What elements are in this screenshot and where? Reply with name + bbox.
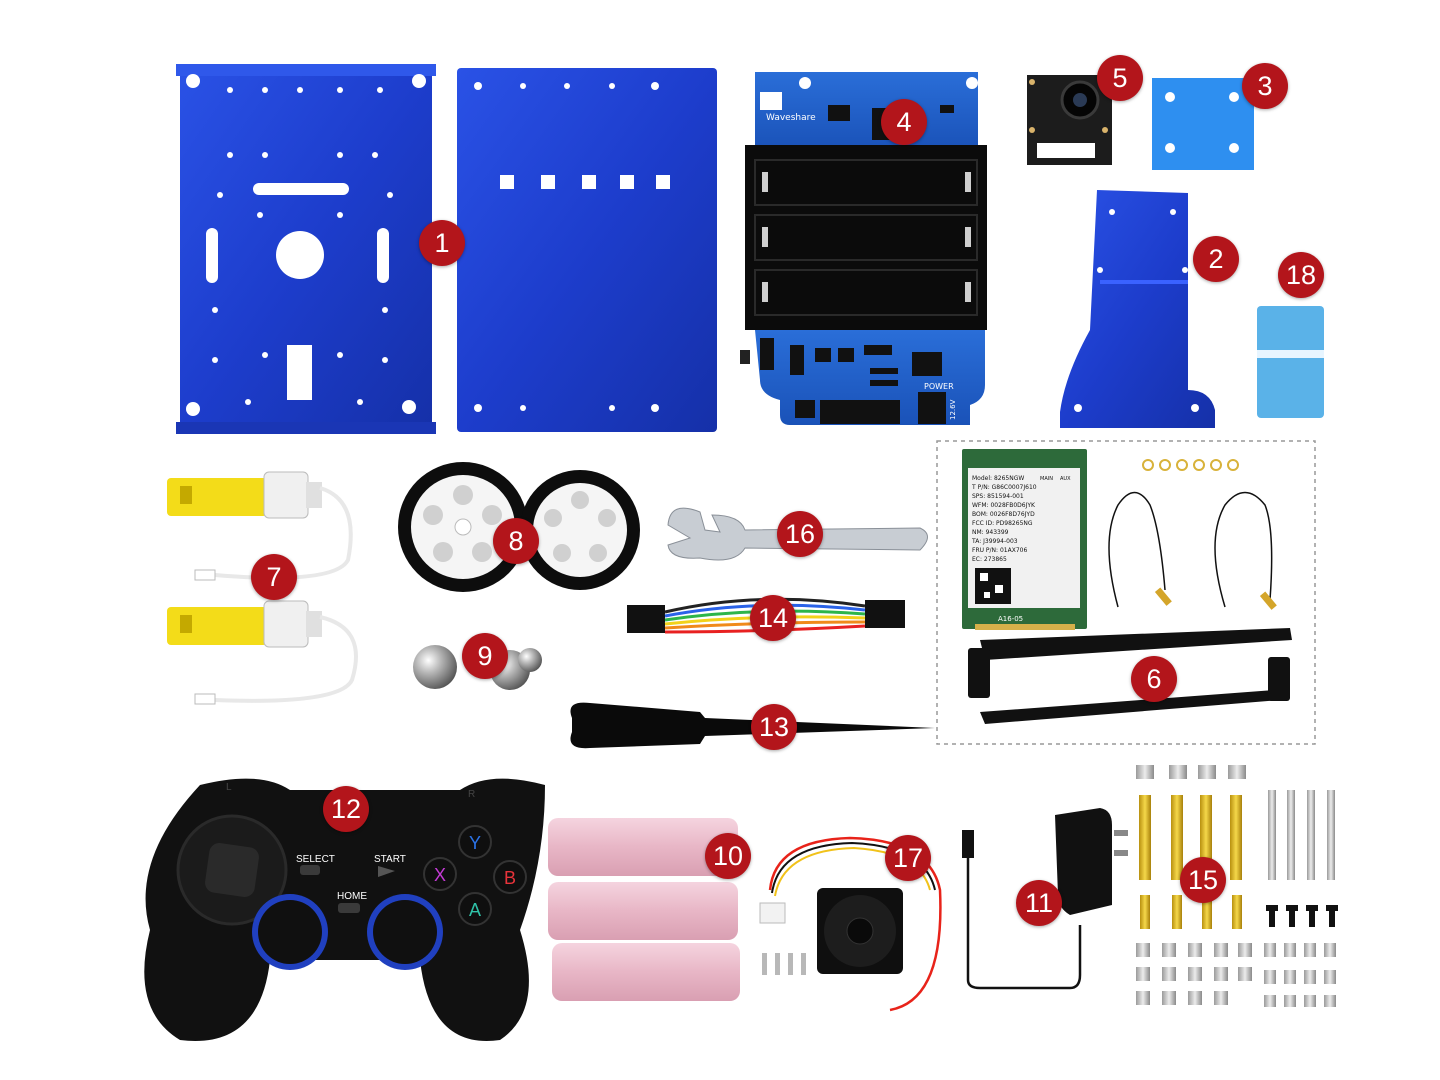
callout-17: 17 (885, 835, 931, 881)
button-b: B (504, 868, 516, 888)
wheels (398, 462, 640, 592)
callout-16: 16 (777, 511, 823, 557)
callout-11: 11 (1016, 880, 1062, 926)
antenna-pigtails (1108, 491, 1273, 608)
chassis-plate-top (457, 68, 717, 432)
wifi-line-11: A16-05 (998, 615, 1023, 623)
callout-1: 1 (419, 220, 465, 266)
button-y: Y (469, 833, 481, 853)
callout-12: 12 (323, 786, 369, 832)
gear-motors (167, 471, 358, 705)
wifi-line-1: Model: 8265NGW (972, 475, 1024, 482)
wifi-key-aux: AUX (1060, 476, 1071, 482)
callout-8: 8 (493, 518, 539, 564)
gamepad: L R SELECT START HOME Y X B A (144, 778, 545, 1041)
wifi-line-5: BOM: 0026F8D76JYD (972, 511, 1035, 518)
button-x: X (434, 865, 446, 885)
waveshare-logo: Waveshare (760, 92, 816, 123)
callout-7: 7 (251, 554, 297, 600)
callout-4: 4 (881, 99, 927, 145)
callout-6: 6 (1131, 656, 1177, 702)
select-label: SELECT (296, 854, 335, 865)
wifi-line-10: EC: 273865 (972, 556, 1007, 563)
callout-9: 9 (462, 633, 508, 679)
shoulder-left-label: L (226, 782, 232, 793)
callout-5: 5 (1097, 55, 1143, 101)
callout-2: 2 (1193, 236, 1239, 282)
batteries (548, 818, 740, 1001)
callout-3: 3 (1242, 63, 1288, 109)
shoulder-right-label: R (468, 789, 475, 800)
brass-rings (1142, 459, 1239, 471)
thermal-pad (1152, 78, 1254, 170)
callout-18: 18 (1278, 252, 1324, 298)
brand-text: Waveshare (766, 113, 816, 123)
wifi-card: Model: 8265NGW T P/N: G86C0007J610 SPS: … (962, 449, 1087, 630)
chassis-plate-bottom (176, 64, 436, 434)
standoffs-and-screws (1136, 765, 1338, 1007)
wifi-line-7: NM: 943399 (972, 529, 1009, 536)
wifi-line-2: T P/N: G86C0007J610 (971, 484, 1037, 491)
callout-13: 13 (751, 704, 797, 750)
callout-10: 10 (705, 833, 751, 879)
voltage-label: 12.6V (949, 399, 957, 420)
wifi-key-main: MAIN (1040, 476, 1053, 482)
cleaning-block (1257, 306, 1324, 418)
camera-bracket (1060, 190, 1215, 428)
wifi-kit: Model: 8265NGW T P/N: G86C0007J610 SPS: … (936, 440, 1316, 745)
start-label: START (374, 854, 406, 865)
wifi-line-8: TA: J39994-003 (971, 538, 1018, 545)
antennas (968, 628, 1292, 724)
battery-expansion-board: Waveshare POWER 12.6V (740, 72, 987, 425)
callout-15: 15 (1180, 857, 1226, 903)
home-label: HOME (337, 891, 367, 902)
wifi-line-9: FRU P/N: 01AX706 (972, 547, 1027, 554)
button-a: A (469, 900, 481, 920)
wifi-line-6: FCC ID: PD98265NG (972, 520, 1033, 527)
wifi-line-4: WFM: 0028FB0D6JYK (972, 502, 1036, 509)
wifi-line-3: SPS: 851594-001 (972, 493, 1024, 500)
power-label: POWER (924, 382, 954, 391)
power-adapter (962, 808, 1128, 990)
callout-14: 14 (750, 595, 796, 641)
